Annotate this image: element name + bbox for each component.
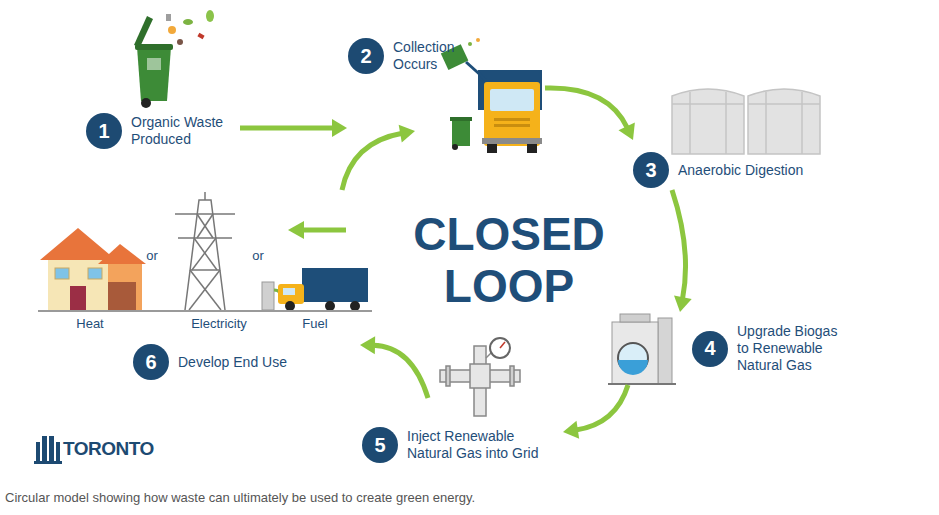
step-circle: 1	[86, 113, 122, 149]
arrow-line	[576, 385, 628, 430]
arrow-line	[342, 133, 402, 190]
step-node: 4 Upgrade Biogas to Renewable Natural Gas	[608, 312, 875, 385]
arrow-head	[563, 421, 579, 439]
end-use-scene	[38, 192, 372, 311]
step-row: 5 Inject Renewable Natural Gas into Grid	[362, 427, 559, 463]
step-circle: 4	[692, 331, 728, 367]
logo-text: TORONTO	[63, 438, 163, 460]
arrow-head	[332, 119, 347, 137]
step-label: Organic Waste Produced	[131, 114, 231, 148]
step-label: Inject Renewable Natural Gas into Grid	[407, 428, 559, 462]
arrow-line	[240, 126, 334, 131]
callout-number: 1	[98, 120, 109, 143]
end-use-label: Heat	[55, 316, 125, 331]
arrow-head	[399, 125, 415, 143]
end-use-label: Electricity	[174, 316, 264, 331]
step-label: Anaerobic Digestion	[678, 162, 823, 179]
arrow-head	[619, 123, 635, 140]
step-node: 3 Anaerobic Digestion	[633, 78, 827, 190]
step-row: 1 Organic Waste Produced	[86, 113, 231, 149]
or-text: or	[132, 248, 172, 263]
arrow-line	[672, 190, 686, 299]
step-node: 5 Inject Renewable Natural Gas into Grid	[362, 398, 563, 465]
collection-truck	[441, 38, 542, 153]
step-node: 6 Develop End Use	[38, 190, 360, 382]
step-row: 6 Develop End Use	[133, 344, 313, 380]
flow-arrow	[240, 119, 347, 137]
end-use-arrow	[288, 221, 346, 239]
digester-tanks	[672, 89, 820, 154]
toronto-logo-mark	[34, 436, 62, 464]
end-use-label: Fuel	[280, 316, 350, 331]
organic-bin	[134, 10, 214, 108]
step-label: Develop End Use	[178, 354, 313, 371]
arrow-line	[373, 345, 428, 398]
step-label: Upgrade Biogas to Renewable Natural Gas	[737, 323, 847, 374]
caption: Circular model showing how waste can ult…	[5, 490, 475, 505]
step-label: Collection Occurs	[393, 39, 473, 73]
step-circle: 6	[133, 344, 169, 380]
arrow-head	[360, 336, 375, 354]
step-row: 4 Upgrade Biogas to Renewable Natural Gas	[692, 323, 847, 374]
callout-number: 5	[374, 434, 385, 457]
step-node: 2 Collection Occurs	[347, 36, 545, 131]
arrow-head	[674, 296, 692, 312]
biogas-upgrader	[608, 314, 676, 384]
flow-arrow	[672, 190, 692, 312]
diagram-title: CLOSED LOOP	[398, 208, 620, 312]
step-node: 1 Organic Waste Produced	[86, 22, 240, 152]
flow-arrow	[545, 88, 635, 140]
or-text: or	[238, 248, 278, 263]
step-circle: 5	[362, 427, 398, 463]
step-row: 3 Anaerobic Digestion	[633, 152, 823, 188]
callout-number: 2	[360, 45, 371, 68]
callout-number: 6	[145, 351, 156, 374]
flow-arrow	[360, 336, 428, 398]
gas-pipes	[440, 338, 520, 416]
arrow-line	[545, 88, 628, 128]
step-circle: 3	[633, 152, 669, 188]
flow-arrow	[563, 385, 628, 439]
callout-number: 3	[645, 159, 656, 182]
step-row: 2 Collection Occurs	[348, 38, 473, 74]
step-circle: 2	[348, 38, 384, 74]
callout-number: 4	[704, 337, 715, 360]
flow-arrow	[342, 125, 415, 190]
